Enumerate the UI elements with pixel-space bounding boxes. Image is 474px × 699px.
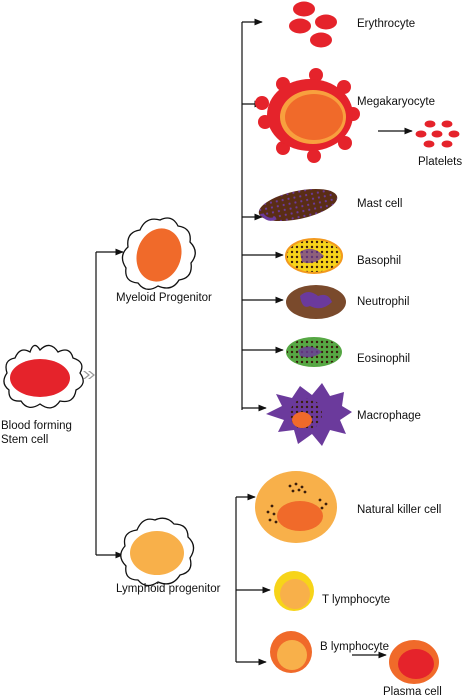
megakaryocyte-label: Megakaryocyte: [357, 96, 435, 108]
platelets-label: Platelets: [418, 156, 463, 168]
b-lymphocyte-icon: [270, 631, 312, 673]
myeloid-progenitor-label: Myeloid Progenitor: [116, 292, 212, 304]
erythrocyte-icon: [289, 1, 337, 48]
platelets-icon: [415, 120, 460, 148]
stem-cell-icon: [3, 344, 84, 409]
natural-killer-cell-label: Natural killer cell: [357, 504, 442, 516]
eosinophil-icon: [286, 337, 342, 367]
neutrophil-icon: [286, 285, 346, 319]
stem-cell-label: Blood forming Stem cell: [1, 420, 72, 446]
megakaryocyte-icon: [255, 68, 360, 163]
plasma-cell-icon: [389, 640, 439, 684]
connector-lines: [95, 18, 413, 666]
lymphoid-progenitor-label: Lymphoid progenitor: [116, 583, 221, 595]
erythrocyte-label: Erythrocyte: [357, 18, 416, 30]
natural-killer-cell-icon: [255, 471, 337, 543]
eosinophil-label: Eosinophil: [357, 353, 411, 365]
b-lymphocyte-label: B lymphocyte: [320, 641, 390, 653]
basophil-icon: [285, 238, 343, 274]
basophil-label: Basophil: [357, 255, 402, 267]
mast-cell-label: Mast cell: [357, 198, 403, 210]
t-lymphocyte-icon: [274, 571, 314, 611]
macrophage-label: Macrophage: [357, 410, 421, 422]
t-lymphocyte-label: T lymphocyte: [322, 594, 391, 606]
macrophage-icon: [266, 383, 352, 446]
neutrophil-label: Neutrophil: [357, 296, 410, 308]
mast-cell-icon: [258, 188, 338, 222]
myeloid-progenitor-icon: [121, 217, 196, 290]
lymphoid-progenitor-icon: [120, 517, 195, 587]
double-chevron-icon: [83, 371, 95, 379]
plasma-cell-label: Plasma cell: [383, 686, 442, 698]
